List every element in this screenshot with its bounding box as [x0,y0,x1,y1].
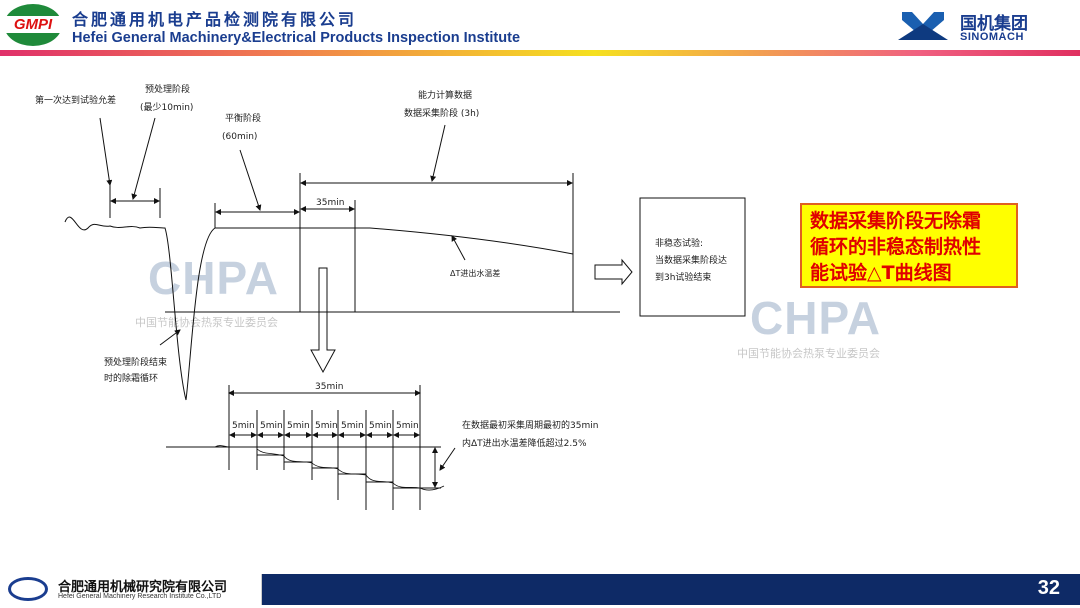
page-number: 32 [1037,577,1060,599]
drop-note-2: 内ΔT进出水温差降低超过2.5% [462,437,587,449]
label-pre-stage: 预处理阶段 [145,83,190,95]
gmpi-logo: GMPI [2,4,64,46]
label-capacity-calc: 能力计算数据 [418,89,472,101]
watermark-logo-2: CHPA [750,292,881,344]
stepped-curve [166,445,441,489]
interval-label: 5min [369,421,392,431]
drop-note-1: 在数据最初采集周期最初的35min [462,419,598,431]
callout-line: 循环的非稳态制热性 [810,236,982,258]
header: GMPI 合肥通用机电产品检测院有限公司 Hefei General Machi… [0,0,1080,50]
delta-t-curve [64,216,574,401]
sinomach-logo-icon [898,12,948,40]
label-first-tolerance: 第一次达到试验允差 [35,94,116,106]
hollow-right-arrow [594,258,633,286]
header-gradient-bar [0,50,1080,56]
footer-logo: 合肥通用机械研究院有限公司 Hefei General Machinery Re… [0,574,262,605]
gmri-logo-icon [8,577,48,601]
footer-company-cn: 合肥通用机械研究院有限公司 [58,580,228,595]
callout-box: 数据采集阶段无除霜 循环的非稳态制热性 能试验△T曲线图 [800,203,1018,288]
company-title-en: Hefei General Machinery&Electrical Produ… [72,30,521,46]
footer-company-en: Hefei General Machinery Research Institu… [58,593,222,600]
hollow-down-arrow [310,267,336,374]
interval-label: 5min [287,421,310,431]
interval-label: 5min [260,421,283,431]
brand-cn: 国机集团 [960,14,1028,34]
box-line-3: 到3h试验结束 [655,271,711,283]
label-balance-stage: 平衡阶段 [225,112,261,124]
watermark-text: 中国节能协会热泵专业委员会 [135,316,278,329]
label-35min-bottom: 35min [315,382,343,392]
interval-label: 5min [315,421,338,431]
interval-label: 5min [341,421,364,431]
label-pre-min: (最少10min) [140,102,193,113]
brand-en: SINOMACH [960,31,1024,43]
interval-label: 5min [396,421,419,431]
callout-line: 能试验△T曲线图 [810,262,952,284]
box-line-2: 当数据采集阶段达 [655,254,727,266]
label-delta-t: ΔT进出水温差 [450,268,500,278]
label-35min-top: 35min [316,198,344,208]
box-line-1: 非稳态试验: [655,237,703,249]
label-balance-min: (60min) [222,132,257,142]
label-defrost-end-1: 预处理阶段结束 [104,356,167,368]
interval-lines [228,385,421,510]
non-steady-box [639,197,746,317]
watermark-text-2: 中国节能协会热泵专业委员会 [737,347,880,360]
interval-label: 5min [232,421,255,431]
label-defrost-end-2: 时的除霜循环 [104,372,158,384]
company-title-cn: 合肥通用机电产品检测院有限公司 [72,10,358,29]
label-collect-stage: 数据采集阶段 (3h) [404,107,479,119]
callout-line: 数据采集阶段无除霜 [810,210,982,232]
